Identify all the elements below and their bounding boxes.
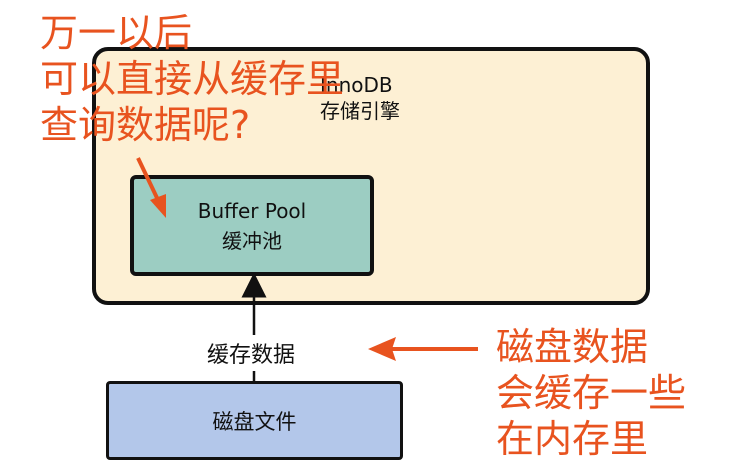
- buffer-pool-subtitle: 缓冲池: [222, 228, 282, 253]
- note-annotation: 磁盘数据 会缓存一些 在内存里: [496, 324, 686, 462]
- question-pointer-arrow: [136, 157, 166, 218]
- note-pointer-arrow: [368, 337, 478, 361]
- question-annotation-line2: 可以直接从缓存里: [40, 57, 345, 101]
- note-annotation-line3: 在内存里: [496, 417, 649, 461]
- buffer-pool-box: Buffer Pool 缓冲池: [130, 175, 374, 276]
- buffer-pool-name: Buffer Pool: [197, 198, 307, 223]
- disk-file-box: 磁盘文件: [106, 381, 403, 460]
- question-annotation-line1: 万一以后: [40, 11, 193, 55]
- innodb-engine-title: InnoDB 存储引擎: [320, 72, 400, 124]
- note-annotation-line1: 磁盘数据: [496, 325, 649, 369]
- innodb-engine-subtitle: 存储引擎: [320, 99, 400, 123]
- question-annotation-line3: 查询数据呢?: [40, 103, 251, 147]
- note-annotation-line2: 会缓存一些: [496, 371, 687, 415]
- disk-file-label: 磁盘文件: [212, 409, 297, 434]
- question-annotation: 万一以后 可以直接从缓存里 查询数据呢?: [40, 10, 344, 148]
- innodb-engine-name: InnoDB: [320, 73, 393, 97]
- cache-data-label: 缓存数据: [186, 335, 316, 371]
